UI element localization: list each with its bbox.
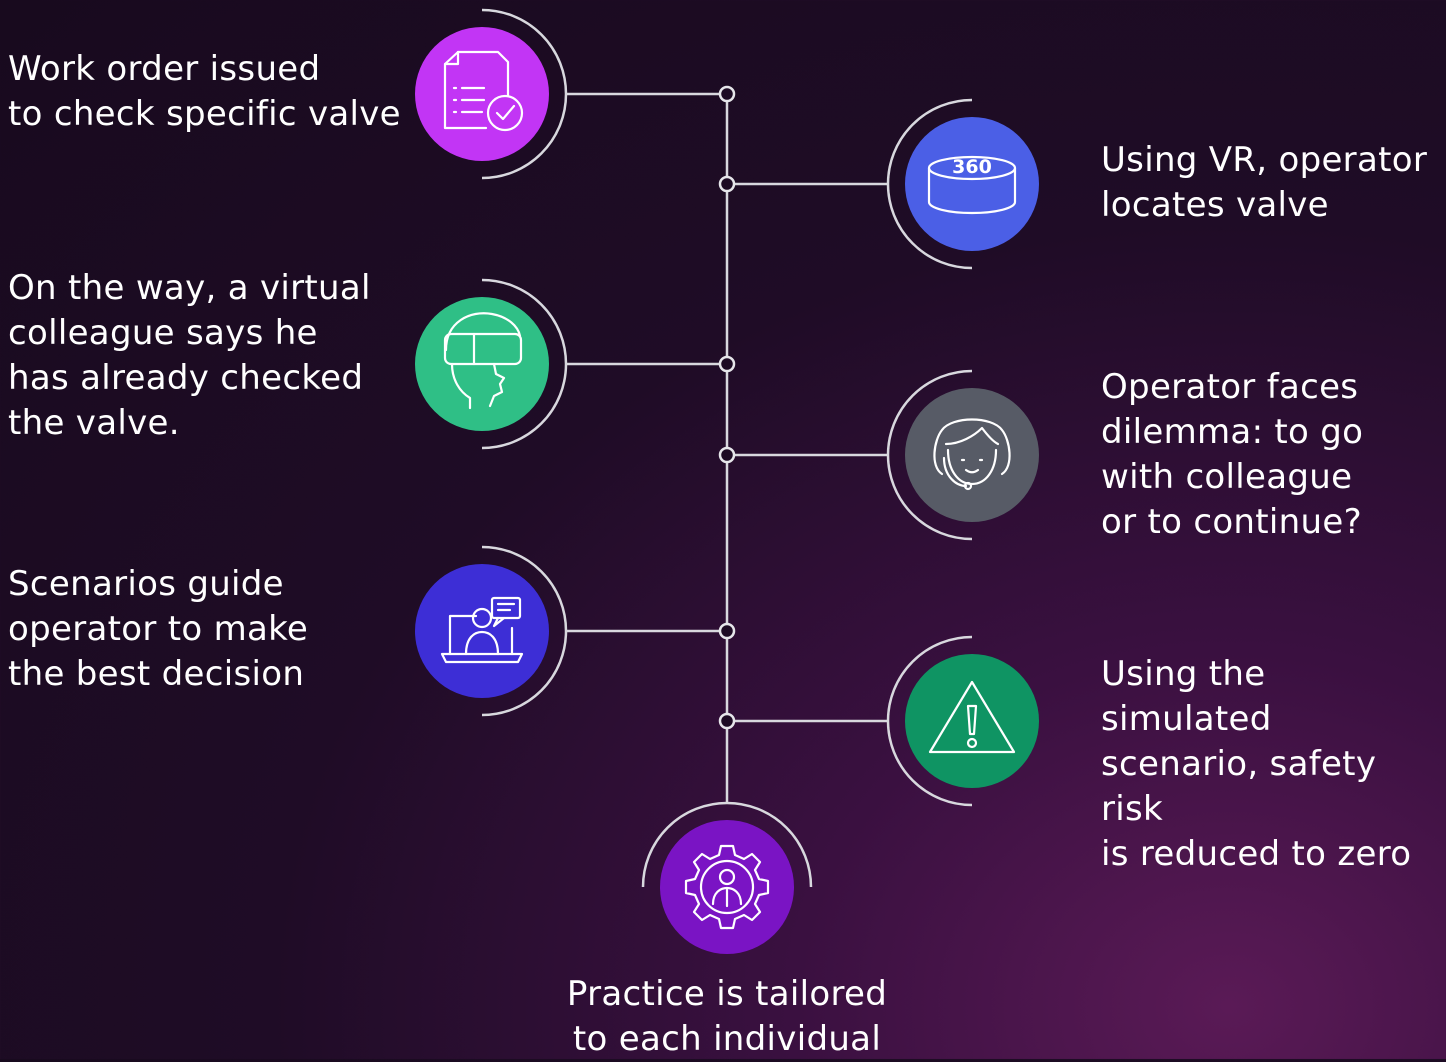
step-7-node <box>641 801 813 954</box>
step-5-label: Scenarios guide operator to make the bes… <box>8 564 309 694</box>
vr-headset-icon <box>443 312 523 410</box>
gear-person-icon <box>684 844 770 930</box>
step-6-label: Using the simulated scenario, safety ris… <box>1101 654 1412 874</box>
step-2-node <box>886 98 1039 270</box>
step-1-node <box>415 8 568 180</box>
warning-icon <box>928 680 1016 754</box>
connector-6 <box>718 712 889 730</box>
step-3-node <box>415 278 568 450</box>
step-4-label: Operator faces dilemma: to go with colle… <box>1101 367 1364 542</box>
step-6-node <box>886 635 1039 807</box>
step-2-circle <box>905 117 1039 251</box>
headset-operator-icon <box>933 418 1011 491</box>
step-4-circle <box>905 388 1039 522</box>
360-view-icon <box>927 155 1017 215</box>
icon-360-label: 360 <box>952 156 992 178</box>
step-7-label: Practice is tailored to each individual <box>566 974 888 1059</box>
step-6-circle <box>905 654 1039 788</box>
connector-5 <box>565 622 736 640</box>
connector-1 <box>565 85 736 103</box>
connector-4 <box>718 446 889 464</box>
step-1-circle <box>415 27 549 161</box>
step-1-label: Work order issued to check specific valv… <box>8 49 401 134</box>
step-2-label: Using VR, operator locates valve <box>1101 140 1428 225</box>
document-check-icon <box>443 50 524 132</box>
step-4-node <box>886 369 1039 541</box>
connector-3 <box>565 355 736 373</box>
laptop-chat-icon <box>440 596 524 664</box>
step-5-node <box>415 545 568 717</box>
connector-2 <box>718 175 889 193</box>
step-3-label: On the way, a virtual colleague says he … <box>8 268 371 443</box>
